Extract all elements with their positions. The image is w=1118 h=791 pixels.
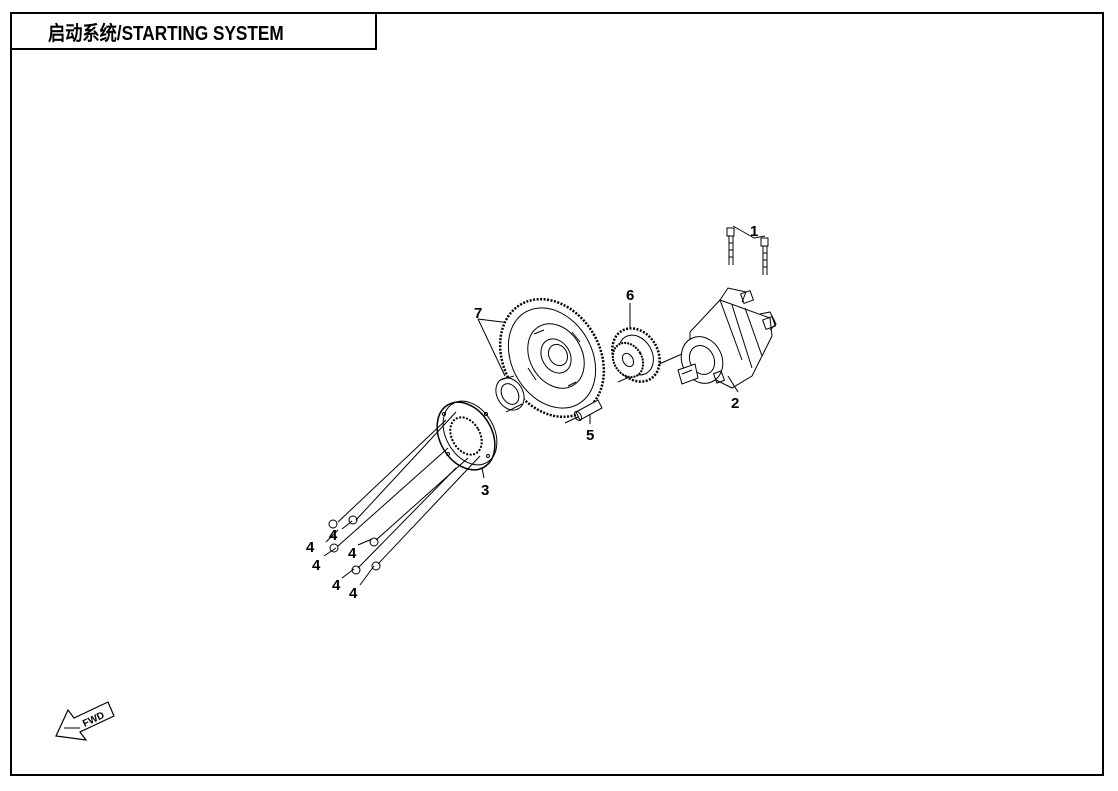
starter-motor xyxy=(677,287,777,389)
callout-5: 5 xyxy=(586,427,594,444)
clutch-screws xyxy=(328,411,481,575)
title-box xyxy=(10,12,377,50)
fwd-arrow-icon xyxy=(55,701,115,741)
callout-6: 6 xyxy=(626,287,634,304)
callout-3: 3 xyxy=(481,482,489,499)
bolt-pair xyxy=(726,227,769,275)
needle-bearing xyxy=(495,375,525,413)
callout-4f: 4 xyxy=(349,585,358,602)
idle-gear-shaft xyxy=(573,399,603,422)
callout-4a: 4 xyxy=(306,539,315,556)
callout-lines xyxy=(323,225,766,586)
page-title: 启动系统/STARTING SYSTEM xyxy=(48,23,284,45)
drawing-frame xyxy=(10,12,1104,776)
callout-7: 7 xyxy=(474,305,482,322)
callout-4e: 4 xyxy=(332,577,341,594)
callout-4c: 4 xyxy=(312,557,321,574)
callout-4d: 4 xyxy=(348,545,357,562)
idle-gear xyxy=(611,327,661,383)
callout-2: 2 xyxy=(731,395,739,412)
one-way-clutch xyxy=(436,400,498,471)
callout-4b: 4 xyxy=(329,527,338,544)
callout-1: 1 xyxy=(750,223,758,240)
starter-driven-gear xyxy=(498,297,606,419)
